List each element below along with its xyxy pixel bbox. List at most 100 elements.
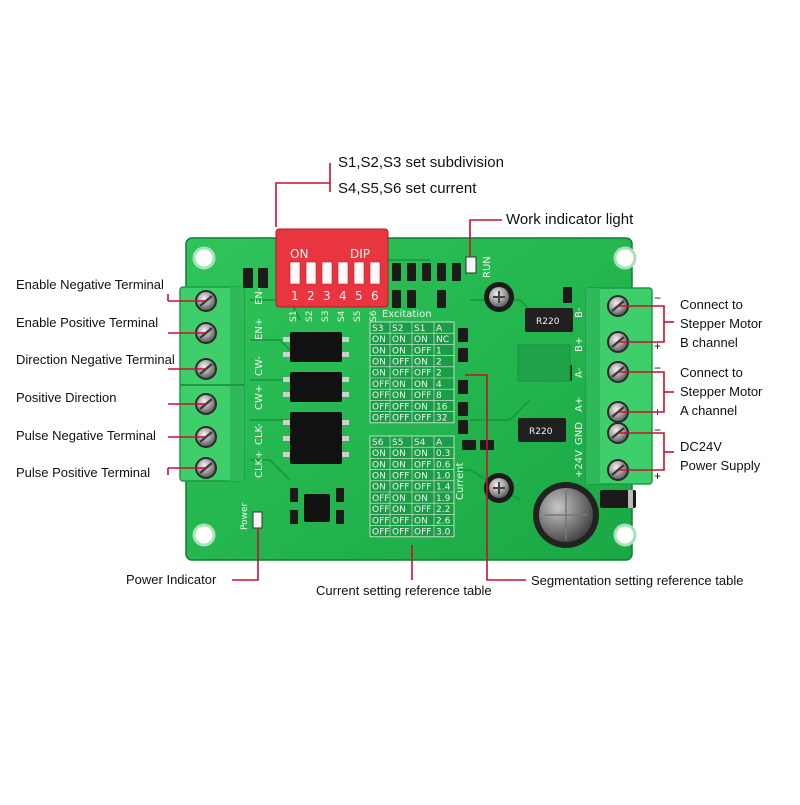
right-terminal-block bbox=[585, 287, 653, 485]
dip-knob[interactable] bbox=[289, 261, 301, 285]
table-cell: OFF bbox=[372, 402, 389, 412]
dip-knob[interactable] bbox=[337, 261, 349, 285]
table-cell: OFF bbox=[392, 402, 409, 412]
left-terminal-label: CW- bbox=[254, 356, 265, 376]
table-cell: S5 bbox=[392, 438, 403, 448]
label-power-supply: DC24V Power Supply bbox=[680, 439, 761, 473]
label-current-set: S4,S5,S6 set current bbox=[338, 180, 477, 197]
table-cell: ON bbox=[372, 358, 386, 368]
polarity-mark: − bbox=[654, 423, 661, 437]
label-work-indicator: Work indicator light bbox=[506, 211, 634, 228]
polarity-mark: − bbox=[654, 361, 661, 375]
current-text: Current bbox=[455, 462, 466, 500]
table-cell: ON bbox=[392, 346, 406, 356]
power-led bbox=[252, 511, 263, 529]
leader-lines bbox=[167, 163, 674, 581]
table-cell: ON bbox=[414, 516, 428, 526]
table-cell: ON bbox=[392, 335, 406, 345]
table-cell: ON bbox=[414, 494, 428, 504]
polarity-marks: −+−+−+ bbox=[654, 291, 661, 483]
dip-knob[interactable] bbox=[305, 261, 317, 285]
table-cell: ON bbox=[372, 472, 386, 482]
table-cell: ON bbox=[392, 449, 406, 459]
resistor-bottom-text: R220 bbox=[529, 427, 553, 437]
table-cell: 2 bbox=[436, 358, 442, 368]
table-cell: 1.4 bbox=[436, 483, 451, 493]
dip-number: 6 bbox=[371, 289, 379, 303]
dip-knob[interactable] bbox=[369, 261, 381, 285]
table-cell: OFF bbox=[392, 358, 409, 368]
table-cell: OFF bbox=[392, 528, 409, 538]
left-terminal-label: CLK+ bbox=[254, 451, 265, 479]
table-cell: OFF bbox=[392, 369, 409, 379]
table-cell: S3 bbox=[372, 324, 383, 334]
table-cell: ON bbox=[414, 402, 428, 412]
table-cell: A bbox=[436, 438, 443, 448]
resistor-column bbox=[458, 328, 494, 450]
table-cell: A bbox=[436, 324, 443, 334]
switch-label: S2 bbox=[305, 311, 315, 322]
run-text: RUN bbox=[482, 256, 493, 278]
table-cell: OFF bbox=[414, 369, 431, 379]
electrolytic-capacitor bbox=[533, 482, 599, 548]
power-resistors: R220 R220 bbox=[518, 308, 573, 442]
table-cell: ON bbox=[372, 449, 386, 459]
table-cell: ON bbox=[372, 346, 386, 356]
left-terminal-labels: EN-EN+CW-CW+CLK-CLK+ bbox=[254, 287, 265, 478]
table-cell: S2 bbox=[392, 324, 403, 334]
label-current-table: Current setting reference table bbox=[316, 583, 492, 598]
dip-number: 2 bbox=[307, 289, 315, 303]
driver-chip-pad bbox=[517, 344, 571, 382]
table-cell: OFF bbox=[372, 380, 389, 390]
table-cell: OFF bbox=[414, 414, 431, 424]
right-terminal-labels: B-B+A-A+GND+24V bbox=[574, 307, 585, 478]
switch-label: S5 bbox=[353, 311, 363, 322]
switch-label: S6 bbox=[369, 310, 379, 322]
polarity-mark: − bbox=[654, 291, 661, 305]
label-motor-a: Connect to Stepper Motor A channel bbox=[680, 365, 763, 418]
power-text: Power bbox=[240, 502, 250, 530]
table-cell: OFF bbox=[414, 460, 431, 470]
right-terminal-label: +24V bbox=[574, 450, 585, 478]
table-cell: ON bbox=[414, 449, 428, 459]
label-enable-positive: Enable Positive Terminal bbox=[16, 315, 159, 330]
table-cell: S4 bbox=[414, 438, 426, 448]
label-motor-b: Connect to Stepper Motor B channel bbox=[680, 297, 763, 350]
table-cell: OFF bbox=[414, 528, 431, 538]
mounting-holes bbox=[192, 246, 637, 547]
table-cell: 32 bbox=[436, 414, 447, 424]
table-cell: OFF bbox=[414, 483, 431, 493]
resistor-top-text: R220 bbox=[536, 317, 560, 327]
table-cell: ON bbox=[372, 335, 386, 345]
table-cell: 2.6 bbox=[436, 516, 451, 526]
dip-knob[interactable] bbox=[353, 261, 365, 285]
table-cell: OFF bbox=[372, 414, 389, 424]
dip-number: 1 bbox=[291, 289, 299, 303]
table-cell: ON bbox=[414, 380, 428, 390]
table-cell: OFF bbox=[414, 346, 431, 356]
table-cell: OFF bbox=[372, 505, 389, 515]
table-cell: S1 bbox=[414, 324, 425, 334]
dip-knob[interactable] bbox=[321, 261, 333, 285]
dip-number: 5 bbox=[355, 289, 363, 303]
label-subdivision: S1,S2,S3 set subdivision bbox=[338, 154, 504, 171]
table-cell: ON bbox=[392, 505, 406, 515]
table-cell: ON bbox=[372, 460, 386, 470]
table-cell: NC bbox=[436, 335, 449, 345]
switch-label: S1 bbox=[289, 311, 299, 322]
left-terminal-label: CW+ bbox=[254, 385, 265, 410]
polarity-mark: + bbox=[654, 339, 661, 353]
table-cell: ON bbox=[414, 335, 428, 345]
table-cell: ON bbox=[372, 483, 386, 493]
left-terminal-label: CLK- bbox=[254, 423, 265, 445]
table-cell: OFF bbox=[392, 414, 409, 424]
label-direction-negative: Direction Negative Terminal bbox=[16, 352, 175, 367]
table-cell: OFF bbox=[372, 494, 389, 504]
label-pulse-positive: Pulse Positive Terminal bbox=[16, 465, 151, 480]
